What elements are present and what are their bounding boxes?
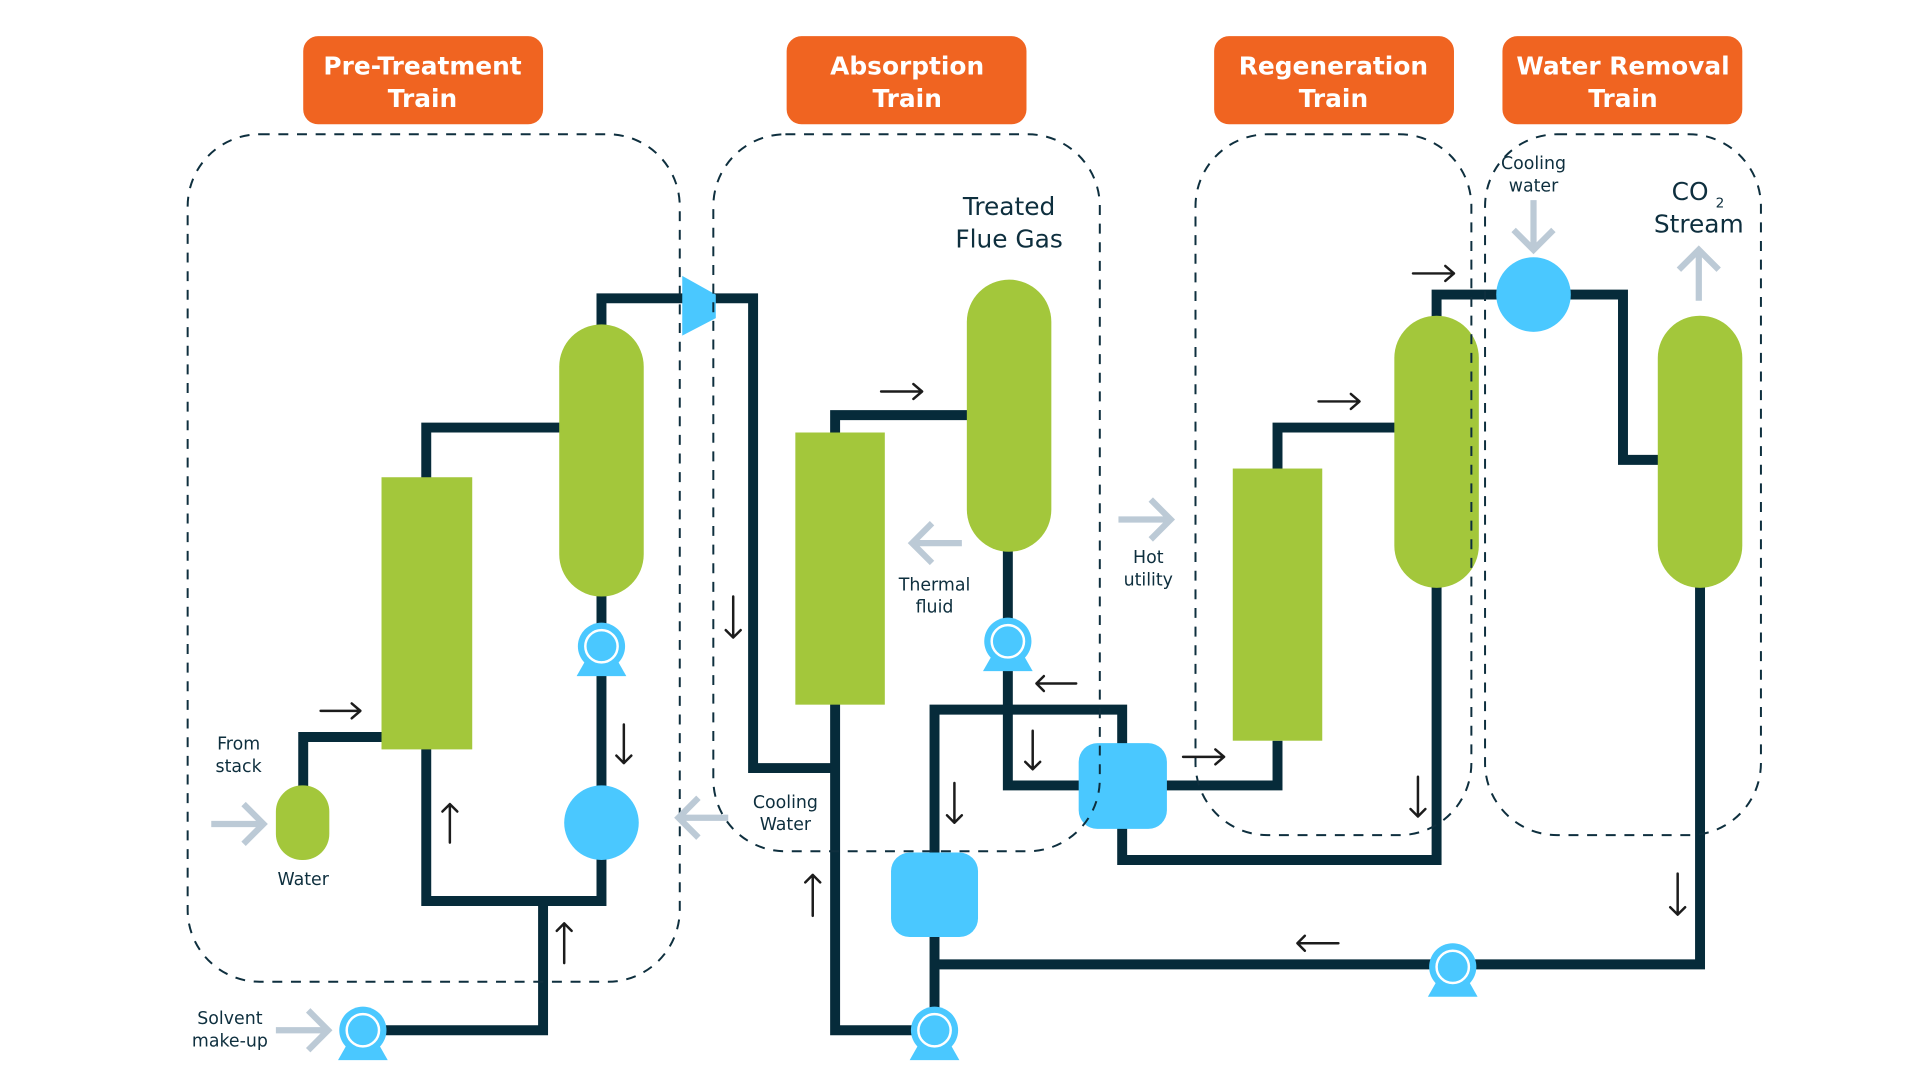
- section-label-regeneration: Regeneration Train: [1214, 36, 1454, 125]
- cooling-water-label: Cooling: [753, 793, 818, 813]
- pipe-stripper-to-hx: [1117, 584, 1442, 865]
- cooler-icon: [564, 785, 639, 860]
- pipe-return-line: [934, 586, 1706, 970]
- thermal-fluid-label-2: fluid: [916, 598, 954, 618]
- utility-arrow-icon: [1118, 497, 1176, 542]
- equipment: [338, 257, 1571, 1061]
- hot-utility-label: Hot: [1133, 548, 1164, 568]
- pump-icon: [576, 622, 627, 677]
- flow-arrow-icon: [615, 723, 633, 765]
- heat-exchanger-icon: [1078, 743, 1167, 829]
- pipe-reboiler-to-stripper: [1272, 422, 1399, 470]
- flow-arrow-icon: [1317, 392, 1361, 411]
- compressor-icon: [682, 275, 716, 336]
- zone-regeneration: [1194, 133, 1473, 837]
- pipe-wash-to-absorber: [830, 410, 975, 435]
- flow-arrows: [319, 264, 1687, 965]
- thermal-fluid-label: Thermal: [898, 575, 971, 595]
- pipe-quench-to-absorber: [421, 422, 566, 480]
- reboiler-column: [1232, 468, 1323, 741]
- wash-column: [795, 432, 885, 705]
- cooling-water-label-2: Water: [760, 815, 812, 835]
- cooling-water-wr-label: Cooling: [1501, 154, 1566, 174]
- pipe-condenser-to-dryer: [1563, 289, 1663, 465]
- flow-arrow-icon: [1035, 674, 1078, 693]
- solvent-makeup-label: Solvent: [197, 1009, 262, 1029]
- pump-icon: [1427, 943, 1478, 997]
- pretreatment-absorber: [559, 324, 644, 597]
- water-label: Water: [278, 870, 330, 890]
- flow-arrow-icon: [804, 873, 822, 918]
- section-title: Pre-Treatment: [323, 52, 521, 81]
- section-label-absorption: Absorption Train: [786, 36, 1027, 125]
- co2-stream-label: Stream: [1654, 209, 1744, 238]
- pipe-hx-loop-top: [929, 704, 1128, 856]
- section-label-water-removal: Water Removal Train: [1502, 36, 1743, 125]
- cooling-water-wr-label-2: water: [1509, 176, 1559, 196]
- treated-flue-gas-label-2: Flue Gas: [955, 224, 1063, 253]
- condenser-icon: [1496, 257, 1571, 332]
- section-subtitle: Train: [388, 84, 457, 113]
- solvent-makeup-label-2: make-up: [192, 1031, 268, 1051]
- section-subtitle: Train: [1588, 84, 1657, 113]
- absorber-column: [966, 279, 1052, 552]
- section-subtitle: Train: [1299, 84, 1368, 113]
- co2-subscript: 2: [1716, 196, 1725, 212]
- pump-icon: [982, 617, 1033, 672]
- from-stack-label-2: stack: [216, 757, 263, 777]
- annotations: From stack Water Solvent make-up Cooling…: [192, 154, 1744, 1051]
- flow-arrow-icon: [724, 595, 742, 639]
- zone-water-removal: [1484, 133, 1762, 837]
- cooler-exchanger-icon: [891, 852, 979, 938]
- pipe-stack-to-quench: [298, 732, 386, 788]
- flow-arrow-icon: [945, 781, 964, 824]
- flow-arrow-icon: [441, 802, 459, 844]
- pump-icon: [909, 1006, 960, 1061]
- flow-arrow-icon: [1023, 729, 1042, 771]
- flow-arrow-icon: [1668, 872, 1687, 916]
- utility-arrow-icon: [211, 801, 268, 847]
- dryer-column: [1657, 315, 1743, 588]
- section-title: Regeneration: [1239, 52, 1428, 81]
- section-title: Absorption: [830, 52, 984, 81]
- from-stack-label: From: [217, 734, 260, 754]
- flow-arrow-icon: [1411, 264, 1456, 283]
- treated-flue-gas-label: Treated: [962, 192, 1056, 221]
- hot-utility-label-2: utility: [1124, 570, 1173, 590]
- co2-main: CO: [1672, 177, 1709, 206]
- vessels: [275, 279, 1743, 860]
- utility-arrow-icon: [907, 521, 962, 566]
- flow-arrow-icon: [1181, 748, 1226, 766]
- flow-arrow-icon: [1409, 775, 1427, 818]
- utility-arrow-icon: [674, 795, 729, 840]
- stripper-column: [1394, 315, 1479, 588]
- pipe-stripper-to-condenser: [1431, 289, 1504, 321]
- zone-absorption: [712, 133, 1101, 853]
- flow-arrow-icon: [879, 382, 924, 401]
- section-subtitle: Train: [872, 84, 941, 113]
- pipe-compressor-to-absorption: [708, 293, 836, 774]
- pipe-hx-to-regen: [1163, 740, 1283, 791]
- utility-arrow-icon: [1511, 200, 1556, 255]
- flow-arrow-icon: [1296, 934, 1340, 952]
- pipe-quench-loop: [421, 745, 607, 906]
- co2-label: CO: [1672, 177, 1709, 206]
- train-zones: [186, 133, 1762, 983]
- utility-arrow-icon: [1676, 245, 1721, 301]
- utility-arrows: [211, 200, 1721, 1053]
- section-title: Water Removal: [1516, 52, 1729, 81]
- pipe-to-compressor: [596, 293, 686, 330]
- pipes: [298, 289, 1706, 1036]
- section-label-pretreatment: Pre-Treatment Train: [303, 36, 544, 125]
- zone-pretreatment: [186, 133, 681, 983]
- quench-column: [381, 477, 473, 750]
- pipe-solvent-makeup: [364, 901, 549, 1036]
- pipe-wash-bottom: [830, 702, 935, 1036]
- flow-arrow-icon: [555, 922, 573, 965]
- pump-icon: [338, 1006, 388, 1061]
- knockout-drum: [275, 785, 330, 860]
- flow-arrow-icon: [319, 702, 362, 720]
- utility-arrow-icon: [275, 1008, 333, 1053]
